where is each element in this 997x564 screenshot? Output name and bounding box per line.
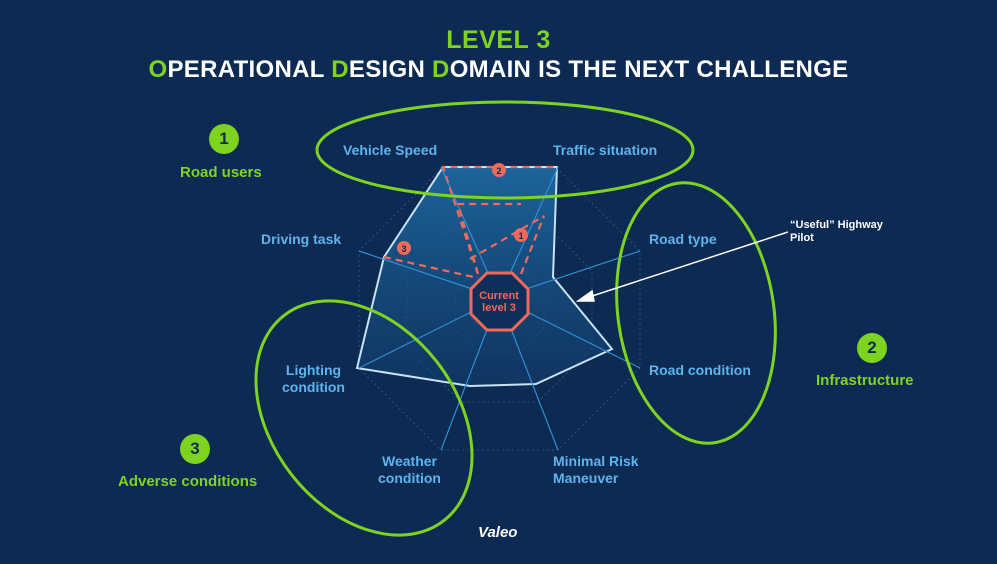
current-level-line2: level 3 bbox=[482, 302, 516, 314]
step-marker-1 bbox=[514, 228, 528, 242]
category-3-label: Adverse conditions bbox=[118, 473, 258, 490]
step-marker-3-text: 3 bbox=[401, 244, 406, 254]
axis-label-weather-line1: Weather bbox=[382, 453, 437, 469]
axis-label-minimal-risk: Minimal Risk Maneuver bbox=[553, 453, 639, 487]
progression-road-step bbox=[519, 215, 546, 275]
title-o-initial: O bbox=[148, 56, 168, 83]
slide-title-main: OPERATIONAL DESIGN DOMAIN IS THE NEXT CH… bbox=[0, 56, 997, 84]
axis-label-weather-line2: condition bbox=[378, 470, 441, 486]
axis-label-driving-task: Driving task bbox=[261, 231, 342, 247]
axis-label-lighting-line1: Lighting bbox=[285, 362, 342, 378]
progression-speed-step bbox=[441, 165, 557, 275]
axis-label-road-condition: Road condition bbox=[649, 362, 751, 378]
category-ellipses bbox=[254, 100, 777, 537]
progression-lines bbox=[383, 165, 557, 280]
current-level-octagon bbox=[469, 271, 530, 332]
axis-label-vehicle-speed: Vehicle Speed bbox=[343, 142, 438, 158]
axis-label-minimal-risk-line1: Minimal Risk bbox=[553, 453, 639, 469]
progression-inner-step bbox=[456, 202, 521, 275]
step-marker-2-text: 2 bbox=[496, 166, 501, 176]
title-d2-initial: D bbox=[432, 56, 450, 83]
slide-title-level: LEVEL 3 bbox=[446, 26, 551, 54]
category-1-label: Road users bbox=[180, 164, 262, 181]
current-level-line1: Current bbox=[479, 290, 519, 302]
highway-pilot-line1: “Useful” Highway bbox=[790, 219, 883, 231]
step-marker-1-text: 1 bbox=[518, 231, 523, 241]
pilot-annotation-arrow bbox=[575, 231, 789, 302]
valeo-logo: Valeo bbox=[478, 524, 518, 541]
progression-traffic-step bbox=[469, 215, 545, 260]
axis-label-lighting-line2: condition bbox=[282, 379, 345, 395]
highway-pilot-annotation: “Useful” Highway Pilot bbox=[790, 219, 883, 245]
step-markers: 1 2 3 bbox=[397, 163, 528, 255]
road-users-ellipse bbox=[315, 100, 695, 200]
infrastructure-ellipse bbox=[615, 181, 777, 445]
axis-label-traffic-situation: Traffic situation bbox=[553, 142, 658, 158]
title-d2-rest: OMAIN IS THE NEXT CHALLENGE bbox=[449, 56, 849, 83]
axis-label-road-type: Road type bbox=[649, 231, 717, 247]
axis-label-minimal-risk-line2: Maneuver bbox=[553, 470, 619, 486]
axis-label-lighting: Lighting condition bbox=[282, 362, 345, 396]
category-2-badge: 2 bbox=[857, 333, 887, 363]
step-marker-2 bbox=[492, 163, 506, 177]
highway-pilot-line2: Pilot bbox=[790, 232, 814, 244]
adverse-conditions-ellipse bbox=[254, 299, 474, 537]
title-o-rest: PERATIONAL bbox=[167, 56, 332, 83]
step-marker-3 bbox=[397, 241, 411, 255]
current-level-label: Current level 3 bbox=[464, 290, 534, 314]
category-1-badge: 1 bbox=[209, 124, 239, 154]
title-d1-initial: D bbox=[331, 56, 349, 83]
category-3-badge: 3 bbox=[180, 434, 210, 464]
category-2-label: Infrastructure bbox=[816, 372, 914, 389]
axis-label-weather: Weather condition bbox=[378, 453, 441, 487]
progression-driving-step bbox=[383, 255, 479, 280]
title-d1-rest: ESIGN bbox=[348, 56, 433, 83]
